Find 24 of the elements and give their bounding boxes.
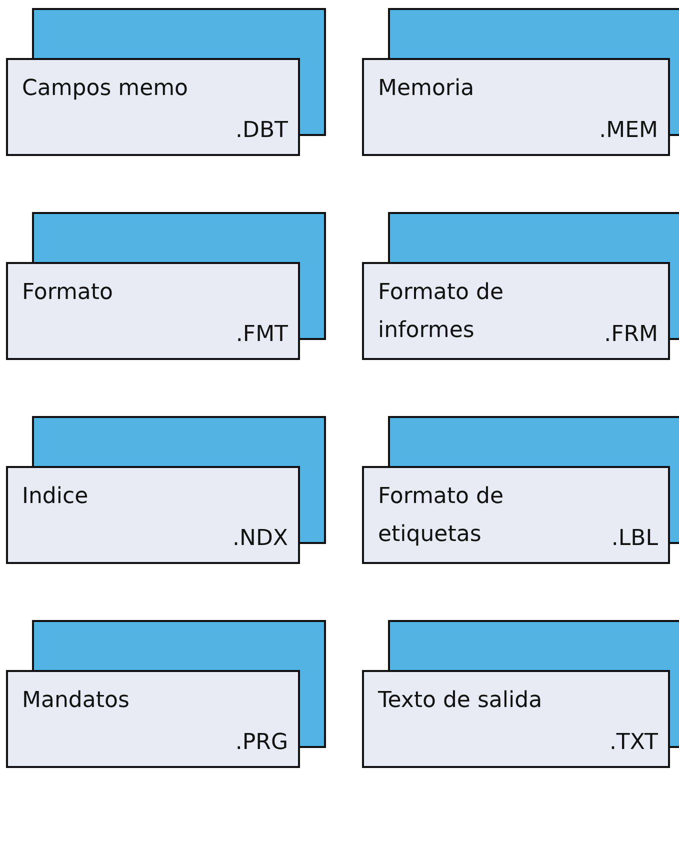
file-extension: .DBT bbox=[236, 117, 288, 145]
file-extension: .LBL bbox=[611, 525, 658, 553]
file-extension: .PRG bbox=[235, 729, 288, 757]
file-type-label: Formato de informes bbox=[378, 279, 504, 345]
file-type-label: Memoria bbox=[378, 75, 476, 103]
file-extension: .FRM bbox=[604, 321, 658, 349]
file-type-label: Texto de salida bbox=[378, 687, 544, 715]
file-extension: .TXT bbox=[609, 729, 658, 757]
file-card bbox=[362, 262, 670, 360]
file-type-label: Indice bbox=[22, 483, 90, 511]
file-type-label: Campos memo bbox=[22, 75, 190, 103]
file-extension: .FMT bbox=[236, 321, 288, 349]
file-card bbox=[362, 670, 670, 768]
file-card bbox=[362, 466, 670, 564]
file-type-label: Formato bbox=[22, 279, 114, 307]
file-card bbox=[6, 58, 300, 156]
file-card bbox=[362, 58, 670, 156]
file-type-label: Formato de etiquetas bbox=[378, 483, 504, 549]
file-card bbox=[6, 670, 300, 768]
file-extension: .NDX bbox=[232, 525, 288, 553]
file-card bbox=[6, 262, 300, 360]
file-type-label: Mandatos bbox=[22, 687, 130, 715]
file-card bbox=[6, 466, 300, 564]
file-extension: .MEM bbox=[599, 117, 658, 145]
